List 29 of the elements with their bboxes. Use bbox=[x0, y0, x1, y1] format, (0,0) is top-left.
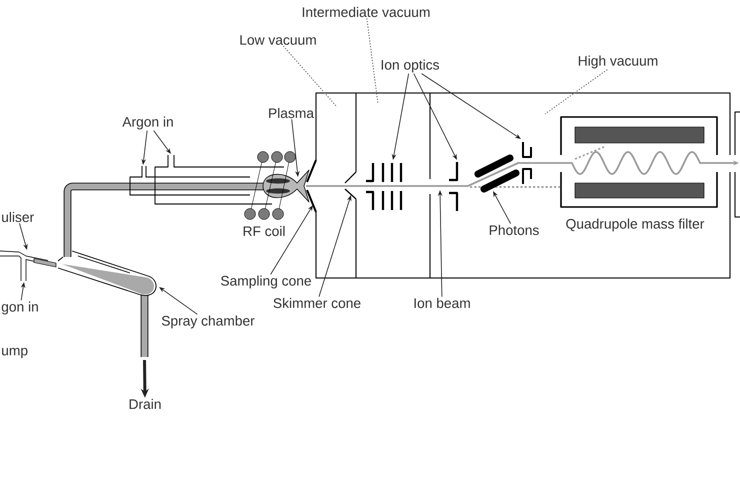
plasma bbox=[262, 170, 310, 202]
ion-lens bbox=[448, 160, 458, 212]
leader-line bbox=[282, 46, 338, 108]
part-label: Quadrupole mass filter bbox=[566, 218, 704, 232]
leader-line bbox=[544, 69, 608, 114]
callout-label: Plasma bbox=[269, 108, 314, 118]
callout-label: High vacuum bbox=[578, 56, 658, 68]
callout-label: Drain bbox=[130, 398, 161, 410]
spray-chamber bbox=[58, 250, 157, 357]
callout-label: Low vacuum bbox=[240, 35, 316, 45]
callout-label: gon in bbox=[2, 302, 38, 314]
part-label: RF coil bbox=[244, 226, 285, 236]
callout-label: Spray chamber bbox=[162, 316, 255, 328]
part-label: ump bbox=[2, 348, 28, 358]
nebuliser bbox=[0, 250, 56, 282]
leader-line bbox=[366, 18, 378, 104]
callout-label: Photons bbox=[490, 224, 539, 236]
torch bbox=[64, 154, 284, 257]
callout-label: Intermediate vacuum bbox=[302, 6, 430, 18]
callout-label: Ion beam bbox=[414, 298, 470, 308]
skimmer-cone bbox=[344, 171, 357, 200]
sampling-cone bbox=[306, 159, 317, 213]
callout-label: Sampling cone bbox=[220, 276, 311, 288]
ion-lens-stack bbox=[364, 162, 402, 212]
callout-label: Argon in bbox=[122, 116, 173, 130]
callout-label: Ion optics bbox=[382, 60, 440, 72]
ion-lens bbox=[522, 141, 532, 185]
callout-label: uliser bbox=[2, 212, 34, 222]
callout-label: Skimmer cone bbox=[274, 298, 360, 308]
